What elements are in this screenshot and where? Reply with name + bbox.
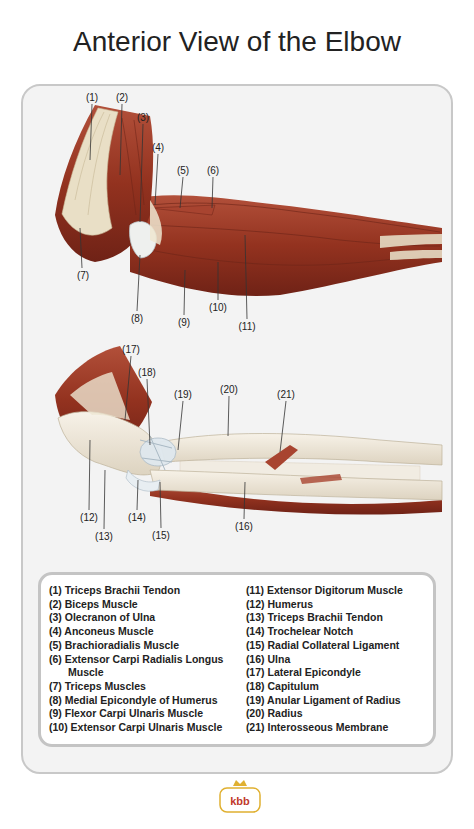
leader-lines bbox=[80, 104, 286, 529]
logo-text: kbb bbox=[230, 795, 250, 807]
key-entry: (4) Anconeus Muscle bbox=[49, 625, 246, 639]
key-entry: (2) Biceps Muscle bbox=[49, 598, 246, 612]
aponeurosis bbox=[150, 200, 162, 245]
callout-number: (11) bbox=[238, 321, 255, 332]
leader-line bbox=[125, 356, 131, 420]
muscle-belly bbox=[150, 205, 215, 215]
leader-line bbox=[137, 255, 140, 311]
key-entry: (20) Radius bbox=[246, 707, 427, 721]
logo-crown bbox=[233, 780, 247, 786]
leader-line bbox=[184, 270, 185, 315]
leader-line bbox=[280, 401, 286, 452]
leader-line bbox=[212, 177, 213, 208]
bone-arm bbox=[55, 346, 442, 515]
frame bbox=[22, 85, 452, 773]
muscle-strip bbox=[300, 474, 342, 484]
key-entry: (13) Triceps Brachii Tendon bbox=[246, 611, 427, 625]
key-entry: (8) Medial Epicondyle of Humerus bbox=[49, 694, 246, 708]
callout-number: (16) bbox=[235, 521, 253, 532]
key-entry: (10) Extensor Carpi Ulnaris Muscle bbox=[49, 721, 246, 735]
muscle-arm bbox=[55, 105, 442, 296]
ulna bbox=[150, 470, 442, 500]
collateral-ligament bbox=[126, 470, 160, 491]
key-entry: (17) Lateral Epicondyle bbox=[246, 666, 427, 680]
title: Anterior View of the Elbow bbox=[0, 26, 474, 58]
triceps-tendon bbox=[62, 108, 118, 235]
callout-number: (10) bbox=[209, 302, 227, 313]
leader-line bbox=[89, 440, 90, 510]
leader-line bbox=[104, 470, 105, 529]
leader-line bbox=[178, 401, 183, 450]
key-entry: (19) Anular Ligament of Radius bbox=[246, 694, 427, 708]
key-entry: (5) Brachioradialis Muscle bbox=[49, 639, 246, 653]
callout-number: (4) bbox=[152, 142, 164, 153]
key-entry: (16) Ulna bbox=[246, 653, 427, 667]
logo-badge bbox=[220, 788, 260, 812]
callout-number: (3) bbox=[137, 112, 149, 123]
forearm-muscle bbox=[130, 195, 442, 296]
key-column: (11) Extensor Digitorum Muscle(12) Humer… bbox=[246, 584, 427, 735]
callout-number: (1) bbox=[86, 92, 98, 103]
callout-number: (12) bbox=[80, 512, 98, 523]
leader-line bbox=[244, 482, 245, 519]
callout-number: (9) bbox=[178, 317, 190, 328]
ligament-fibres bbox=[140, 436, 172, 470]
callout-number: (13) bbox=[95, 531, 113, 542]
key-entry: (15) Radial Collateral Ligament bbox=[246, 639, 427, 653]
callout-number: (21) bbox=[277, 389, 295, 400]
wrist-tendon bbox=[380, 234, 442, 248]
key-entry: (14) Trochelear Notch bbox=[246, 625, 427, 639]
key-entry: (3) Olecranon of Ulna bbox=[49, 611, 246, 625]
leader-line bbox=[147, 379, 150, 445]
leader-line bbox=[218, 262, 219, 300]
callout-number: (18) bbox=[138, 367, 156, 378]
leader-line bbox=[228, 396, 229, 436]
callout-number: (15) bbox=[152, 530, 170, 541]
leader-line bbox=[245, 235, 247, 319]
key-entry: (18) Capitulum bbox=[246, 680, 427, 694]
radius bbox=[160, 434, 442, 466]
callout-number: (17) bbox=[122, 344, 140, 355]
callout-number: (5) bbox=[177, 165, 189, 176]
leader-line bbox=[120, 104, 122, 175]
leader-line bbox=[155, 154, 158, 205]
callout-number: (7) bbox=[77, 270, 89, 281]
callout-number: (20) bbox=[220, 384, 238, 395]
key-entry: (11) Extensor Digitorum Muscle bbox=[246, 584, 427, 598]
key-entry: (7) Triceps Muscles bbox=[49, 680, 246, 694]
wrist-tendon bbox=[390, 250, 442, 260]
key-entry: (21) Interosseous Membrane bbox=[246, 721, 427, 735]
leader-line bbox=[160, 482, 161, 528]
tendon-fibres bbox=[75, 112, 110, 215]
muscle-strip bbox=[265, 445, 298, 470]
key-entry: (9) Flexor Carpi Ulnaris Muscle bbox=[49, 707, 246, 721]
leader-line bbox=[180, 177, 183, 208]
callout-number: (8) bbox=[131, 313, 143, 324]
callout-number: (14) bbox=[128, 512, 146, 523]
leader-line bbox=[90, 104, 92, 160]
leader-line bbox=[140, 124, 143, 222]
leader-line bbox=[80, 228, 82, 268]
leader-line bbox=[137, 480, 138, 510]
key-entry: (12) Humerus bbox=[246, 598, 427, 612]
callout-number: (2) bbox=[116, 92, 128, 103]
callout-number: (6) bbox=[207, 165, 219, 176]
key-entry: (6) Extensor Carpi Radialis Longus Muscl… bbox=[49, 653, 246, 680]
triceps-tendon bbox=[70, 372, 130, 420]
key-column: (1) Triceps Brachii Tendon(2) Biceps Mus… bbox=[49, 584, 246, 735]
key-box: (1) Triceps Brachii Tendon(2) Biceps Mus… bbox=[38, 572, 436, 747]
callout-number: (19) bbox=[174, 389, 192, 400]
key-entry: (1) Triceps Brachii Tendon bbox=[49, 584, 246, 598]
